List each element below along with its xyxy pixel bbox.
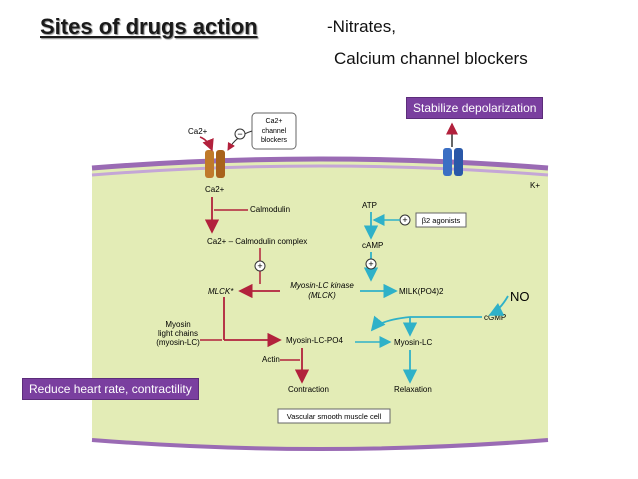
cell-membrane bbox=[91, 156, 549, 171]
mlck-star-label: MLCK* bbox=[208, 287, 234, 296]
minus-sign: − bbox=[237, 129, 242, 139]
stabilize-depolarization-callout: Stabilize depolarization bbox=[406, 97, 544, 119]
k-label: K+ bbox=[530, 181, 540, 190]
plus-sign: + bbox=[257, 261, 262, 271]
myosin-lc-po4-label: Myosin-LC-PO4 bbox=[286, 336, 343, 345]
ca-blocker-label-2: channel bbox=[262, 128, 287, 135]
cell-cytoplasm bbox=[92, 159, 548, 449]
ca-inside-label: Ca2+ bbox=[205, 185, 225, 194]
beta2-agonists-label: β2 agonists bbox=[422, 216, 461, 225]
relaxation-label: Relaxation bbox=[394, 385, 432, 394]
slide-subtitle-ccb: Calcium channel blockers bbox=[334, 49, 528, 68]
myosin-lc-kinase-label: Myosin-LC kinase bbox=[290, 281, 354, 290]
cell-membrane-bottom bbox=[91, 438, 549, 451]
cgmp-label: cGMP bbox=[484, 313, 506, 322]
plus-sign-camp: + bbox=[368, 259, 373, 269]
ca-blocker-label-3: blockers bbox=[261, 137, 288, 144]
cell-label: Vascular smooth muscle cell bbox=[287, 412, 382, 421]
beta2-agonists-box bbox=[415, 212, 467, 228]
potassium-channel-icon bbox=[443, 122, 463, 176]
no-label: NO bbox=[510, 289, 530, 304]
plus-sign-beta: + bbox=[402, 215, 407, 225]
mlck-paren-label: (MLCK) bbox=[308, 291, 336, 300]
myosin-lc-label: Myosin-LC bbox=[394, 338, 432, 347]
calmodulin-label: Calmodulin bbox=[250, 205, 290, 214]
camp-label: cAMP bbox=[362, 241, 383, 250]
actin-label: Actin bbox=[262, 355, 280, 364]
slide-subtitle-nitrates: -Nitrates, bbox=[327, 17, 396, 36]
myosin-label-3: (myosin-LC) bbox=[156, 338, 200, 347]
ca-blocker-label-1: Ca2+ bbox=[266, 118, 283, 125]
milk-po4-label: MILK(PO4)2 bbox=[399, 287, 444, 296]
calcium-channel-icon bbox=[205, 150, 225, 178]
ca-outside-label: Ca2+ bbox=[188, 127, 208, 136]
reduce-heart-rate-callout: Reduce heart rate, contractility bbox=[22, 378, 199, 400]
myosin-label-2: light chains bbox=[158, 329, 198, 338]
atp-label: ATP bbox=[362, 201, 377, 210]
cell-label-box bbox=[277, 408, 391, 424]
slide-title: Sites of drugs action bbox=[40, 14, 258, 39]
myosin-label-1: Myosin bbox=[165, 320, 190, 329]
ca-calmodulin-complex-label: Ca2+ – Calmodulin complex bbox=[207, 237, 307, 246]
contraction-label: Contraction bbox=[288, 385, 329, 394]
